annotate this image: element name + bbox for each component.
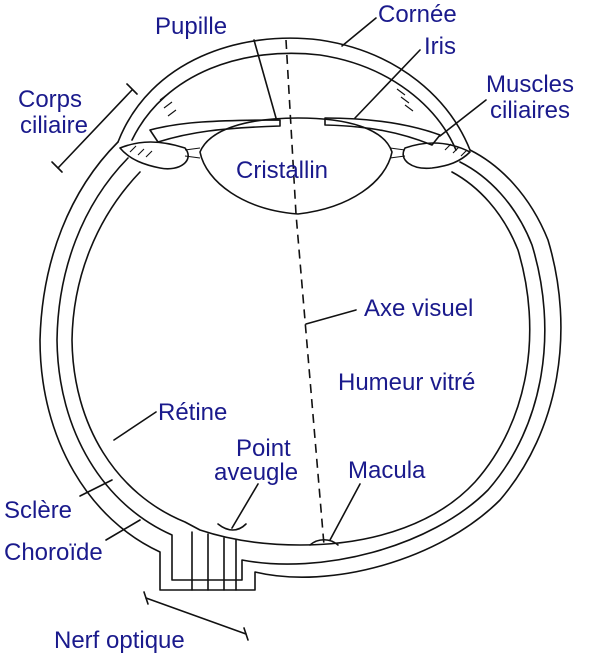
label-retine: Rétine <box>158 399 227 426</box>
leader-pupille <box>253 39 277 119</box>
visual-axis <box>285 39 325 546</box>
choroid-layer <box>56 157 546 581</box>
label-nerf-optique: Nerf optique <box>54 627 185 654</box>
label-cornee: Cornée <box>378 1 457 28</box>
label-iris: Iris <box>424 33 456 60</box>
ciliary-body-left <box>119 141 189 170</box>
label-point-aveugle-line1: Point <box>236 435 291 462</box>
label-sclere: Sclère <box>4 497 72 524</box>
leader-nerf-tick-b <box>243 627 249 641</box>
iris-right <box>324 117 441 146</box>
leader-corps-ciliaire-tick-b <box>126 83 138 95</box>
leader-retine <box>113 411 157 441</box>
leader-sclere <box>79 479 113 497</box>
optic-nerve <box>191 523 247 591</box>
label-humeur-vitre: Humeur vitré <box>338 369 475 396</box>
leader-nerf-tick-a <box>143 591 149 605</box>
zonule-left <box>184 147 201 159</box>
blind-spot-notch <box>217 523 247 531</box>
eyeball-outline <box>39 37 562 591</box>
lens <box>199 117 393 215</box>
label-choroide: Choroïde <box>4 539 103 566</box>
label-corps-ciliaire-line1: Corps <box>18 86 82 113</box>
leader-lines <box>51 17 487 641</box>
leader-corps-ciliaire <box>57 89 133 169</box>
ciliary-body-right <box>402 142 471 170</box>
iris-ciliary <box>119 88 471 170</box>
leader-iris <box>354 49 421 119</box>
retina-layer <box>71 171 531 546</box>
ciliary-hatch-left <box>129 93 177 158</box>
ciliary-hatch-right <box>396 88 468 157</box>
leader-nerf-bracket <box>145 597 247 635</box>
leader-macula <box>329 483 361 541</box>
label-muscles-ciliaires-line1: Muscles <box>486 71 574 98</box>
label-macula: Macula <box>348 457 426 484</box>
label-cristallin: Cristallin <box>236 157 328 184</box>
label-corps-ciliaire-line2: ciliaire <box>20 112 88 139</box>
leader-corps-ciliaire-tick-a <box>51 161 63 173</box>
labels: Pupille Cornée Iris Corps ciliaire Muscl… <box>4 1 574 654</box>
leader-axe <box>305 309 357 325</box>
label-axe-visuel: Axe visuel <box>364 295 473 322</box>
cornea-inner <box>131 52 457 151</box>
cornea <box>117 37 471 151</box>
leader-muscles <box>439 99 487 137</box>
leader-choroide <box>105 519 141 541</box>
label-muscles-ciliaires-line2: ciliaires <box>490 97 570 124</box>
sclera-outer <box>39 141 562 591</box>
label-point-aveugle-line2: aveugle <box>214 459 298 486</box>
leader-point-aveugle <box>231 483 259 529</box>
label-pupille: Pupille <box>155 13 227 40</box>
iris-left <box>149 119 281 143</box>
leader-cornee <box>341 17 377 47</box>
zonule-right <box>389 147 406 159</box>
